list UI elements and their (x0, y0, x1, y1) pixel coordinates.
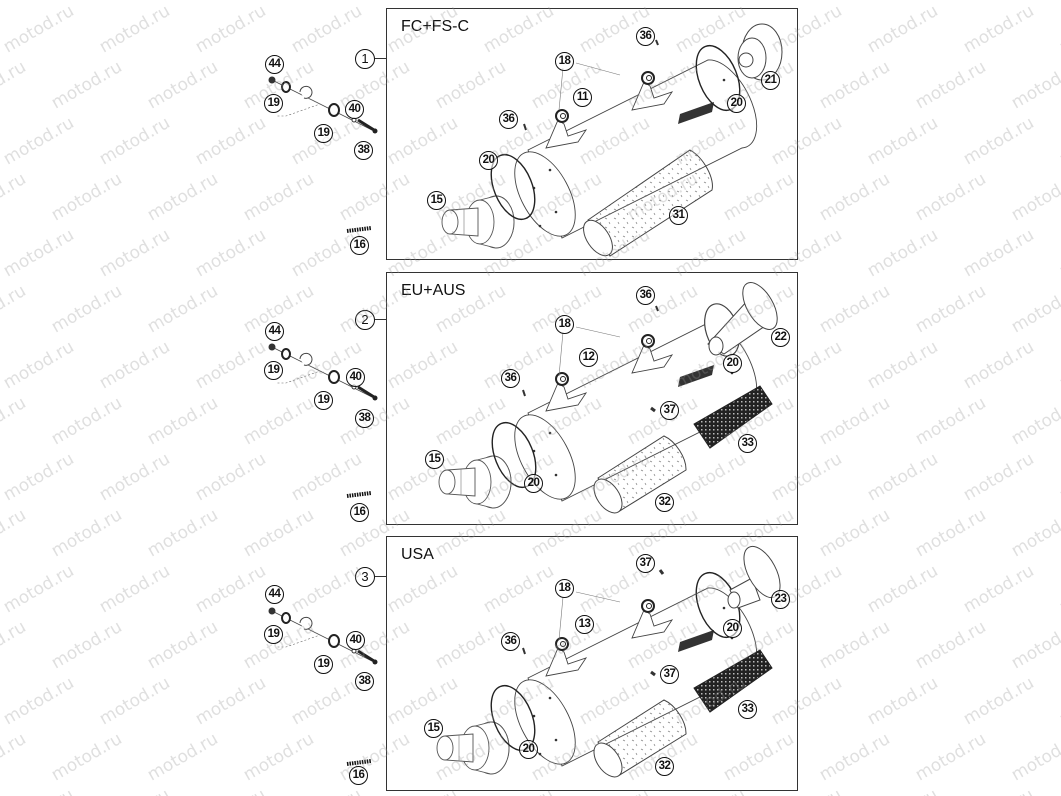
callout-40: 40 (345, 100, 364, 119)
variant-number-3: 3 (355, 567, 375, 587)
callout-18: 18 (555, 579, 574, 598)
callout-44: 44 (265, 585, 284, 604)
variant-leader (375, 319, 386, 320)
callout-19: 19 (314, 391, 333, 410)
callout-20: 20 (727, 94, 746, 113)
packing-32 (593, 435, 687, 514)
end-cap-21 (737, 23, 783, 81)
callout-16: 16 (350, 503, 369, 522)
callout-18: 18 (555, 315, 574, 334)
callout-37: 37 (660, 665, 679, 684)
callout-37: 37 (660, 401, 679, 420)
callout-20: 20 (479, 151, 498, 170)
panel-eu-aus: EU+AUS (386, 272, 798, 525)
variant-leader (375, 576, 386, 577)
callout-11: 11 (573, 88, 592, 107)
packing-32-usa (593, 699, 687, 778)
callout-36: 36 (636, 27, 655, 46)
callout-36: 36 (636, 286, 655, 305)
panel-fc-fs-c: FC+FS-C (386, 8, 798, 260)
callout-36: 36 (499, 110, 518, 129)
callout-23: 23 (771, 590, 790, 609)
panel-title: USA (401, 546, 434, 563)
callout-15: 15 (425, 450, 444, 469)
callout-40: 40 (346, 631, 365, 650)
variant-number-1: 1 (355, 49, 375, 69)
callout-21: 21 (761, 71, 780, 90)
panel-title: FC+FS-C (401, 18, 469, 35)
end-cap-23 (727, 545, 781, 609)
callout-32: 32 (655, 493, 674, 512)
callout-13: 13 (575, 615, 594, 634)
callout-40: 40 (346, 368, 365, 387)
callout-18: 18 (555, 52, 574, 71)
callout-38: 38 (355, 672, 374, 691)
insert-33-usa (693, 649, 773, 713)
insert-33 (693, 385, 773, 449)
callout-20: 20 (524, 474, 543, 493)
callout-33: 33 (738, 434, 757, 453)
callout-20: 20 (723, 354, 742, 373)
callout-36: 36 (501, 369, 520, 388)
callout-20: 20 (519, 740, 538, 759)
callout-19: 19 (264, 94, 283, 113)
callout-19: 19 (314, 655, 333, 674)
callout-37: 37 (636, 554, 655, 573)
variant-number-2: 2 (355, 310, 375, 330)
callout-36: 36 (501, 632, 520, 651)
callout-19: 19 (314, 124, 333, 143)
callout-16: 16 (349, 766, 368, 785)
callout-20: 20 (723, 619, 742, 638)
callout-38: 38 (354, 141, 373, 160)
callout-19: 19 (264, 361, 283, 380)
callout-44: 44 (265, 55, 284, 74)
callout-22: 22 (771, 328, 790, 347)
callout-15: 15 (424, 719, 443, 738)
callout-12: 12 (579, 348, 598, 367)
callout-31: 31 (669, 206, 688, 225)
callout-33: 33 (738, 700, 757, 719)
callout-15: 15 (427, 191, 446, 210)
panel-usa: USA (386, 536, 798, 791)
end-cap-22 (704, 282, 778, 357)
variant-leader (375, 58, 386, 59)
callout-38: 38 (355, 409, 374, 428)
callout-32: 32 (655, 757, 674, 776)
callout-16: 16 (350, 236, 369, 255)
callout-19: 19 (264, 625, 283, 644)
callout-44: 44 (265, 322, 284, 341)
panel-title: EU+AUS (401, 282, 466, 299)
packing-31 (583, 149, 713, 257)
